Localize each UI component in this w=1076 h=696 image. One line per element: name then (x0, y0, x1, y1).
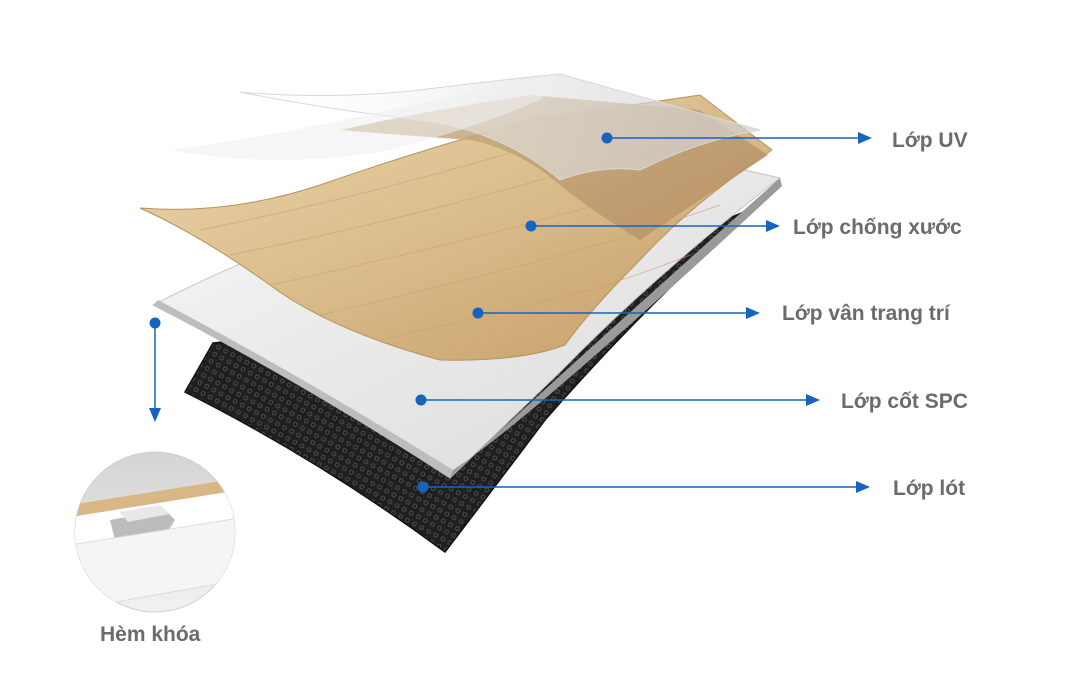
callout-lines (149, 132, 872, 493)
spc-core-side (450, 178, 782, 478)
arrowhead-uv (858, 132, 872, 144)
uv-film-top (170, 74, 560, 160)
label-scratch-resistant: Lớp chống xước (793, 216, 962, 239)
label-decor: Lớp vân trang trí (782, 302, 950, 325)
arrowhead-lock (149, 408, 161, 422)
lock-detail (74, 451, 236, 613)
label-spc-core: Lớp cốt SPC (841, 390, 968, 413)
arrowhead-decor (746, 307, 760, 319)
label-uv: Lớp UV (892, 129, 968, 152)
arrowhead-scratch (766, 220, 780, 232)
label-underlay: Lớp lót (893, 477, 966, 500)
arrowhead-core (806, 394, 820, 406)
spc-core-edge (153, 300, 453, 478)
label-lock: Hèm khóa (100, 623, 201, 646)
arrowhead-underlay (856, 481, 870, 493)
